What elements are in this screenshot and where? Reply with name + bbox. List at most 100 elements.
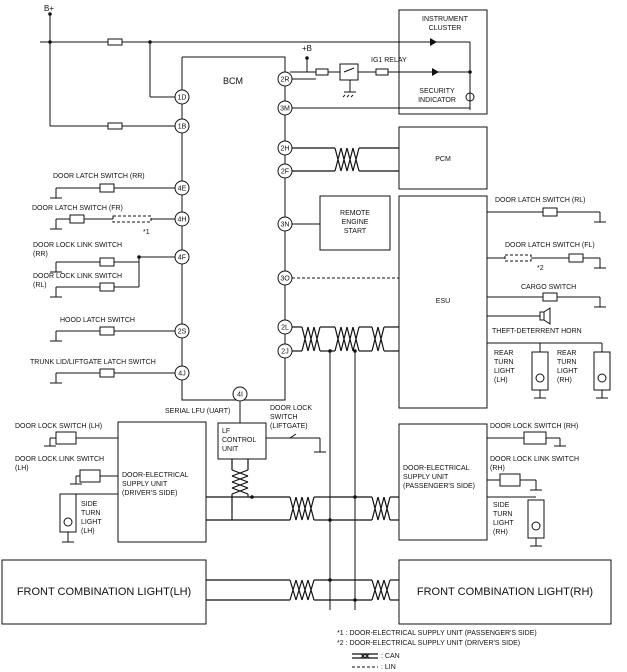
svg-text:2L: 2L <box>281 325 289 332</box>
svg-text:TURN: TURN <box>494 359 513 366</box>
svg-text:(LIFTGATE): (LIFTGATE) <box>270 423 308 430</box>
pin-2S: 2S <box>174 323 190 339</box>
instrument-cluster-label-1: INSTRUMENT <box>422 16 469 23</box>
svg-text:*2 : DOOR-ELECTRICAL SUPPLY UN: *2 : DOOR-ELECTRICAL SUPPLY UNIT (DRIVER… <box>337 640 520 647</box>
svg-text:SUPPLY UNIT: SUPPLY UNIT <box>403 474 449 481</box>
pin-4I: 4I <box>232 386 248 402</box>
svg-text:SWITCH: SWITCH <box>270 414 298 421</box>
lower-network <box>206 495 399 602</box>
svg-text:2H: 2H <box>281 146 290 153</box>
cargo-switch: CARGO SWITCH <box>487 284 606 308</box>
svg-text:DOOR LATCH SWITCH (RR): DOOR LATCH SWITCH (RR) <box>53 173 145 180</box>
svg-text:LIGHT: LIGHT <box>494 368 515 375</box>
svg-text:4E: 4E <box>178 186 187 193</box>
svg-text:SERIAL LFU (UART): SERIAL LFU (UART) <box>165 408 230 415</box>
svg-text:THEFT-DETERRENT HORN: THEFT-DETERRENT HORN <box>492 328 582 335</box>
pin-3O: 3O <box>277 270 293 286</box>
svg-text:(PASSENGER'S SIDE): (PASSENGER'S SIDE) <box>403 483 475 490</box>
svg-text:(LH): (LH) <box>494 377 508 384</box>
instrument-cluster-label-2: CLUSTER <box>429 25 462 32</box>
pin-2J: 2J <box>277 343 293 359</box>
svg-text:DOOR LOCK SWITCH (LH): DOOR LOCK SWITCH (LH) <box>15 423 102 430</box>
ig1-relay <box>339 63 359 81</box>
svg-text:(DRIVER'S SIDE): (DRIVER'S SIDE) <box>122 490 177 497</box>
svg-text:1D: 1D <box>178 95 187 102</box>
svg-text:LIGHT: LIGHT <box>81 519 102 526</box>
remote-engine-start: REMOTE ENGINE START <box>292 195 391 251</box>
svg-text:DOOR LOCK: DOOR LOCK <box>270 405 312 412</box>
svg-text:LF: LF <box>222 428 230 435</box>
svg-text:START: START <box>344 228 367 235</box>
svg-text:3O: 3O <box>280 276 290 283</box>
security-indicator-label-1: SECURITY <box>419 88 455 95</box>
pcm: PCM <box>292 126 488 190</box>
svg-text:SIDE: SIDE <box>81 501 98 508</box>
legend-notes: *1 : DOOR-ELECTRICAL SUPPLY UNIT (PASSEN… <box>337 630 537 671</box>
bcm-title: BCM <box>223 76 243 86</box>
b-plus-label: B+ <box>44 4 54 13</box>
svg-text:TURN: TURN <box>557 359 576 366</box>
svg-text:SUPPLY UNIT: SUPPLY UNIT <box>122 481 168 488</box>
door-latch-switch-rl: DOOR LATCH SWITCH (RL) <box>487 197 606 223</box>
instrument-cluster: INSTRUMENT CLUSTER SECURITY INDICATOR <box>398 9 488 115</box>
svg-text:(RH): (RH) <box>490 465 505 472</box>
svg-text:2F: 2F <box>281 169 289 176</box>
svg-text:DOOR LATCH SWITCH (FL): DOOR LATCH SWITCH (FL) <box>505 242 595 249</box>
svg-text:DOOR LOCK LINK SWITCH: DOOR LOCK LINK SWITCH <box>33 242 122 249</box>
fuse-1 <box>107 38 123 46</box>
door-latch-switch-fr: DOOR LATCH SWITCH (FR) *1 <box>32 205 175 236</box>
security-indicator-label-2: INDICATOR <box>418 97 456 104</box>
svg-text:DOOR LOCK SWITCH (RH): DOOR LOCK SWITCH (RH) <box>490 423 578 430</box>
svg-text:(RH): (RH) <box>493 529 508 536</box>
svg-text:TURN: TURN <box>493 511 512 518</box>
svg-text:SIDE: SIDE <box>493 502 510 509</box>
svg-text:DOOR LOCK LINK SWITCH: DOOR LOCK LINK SWITCH <box>490 456 579 463</box>
security-indicator-lamp <box>465 92 475 102</box>
svg-text:(RL): (RL) <box>33 282 47 289</box>
svg-text:*1 : DOOR-ELECTRICAL SUPPLY UN: *1 : DOOR-ELECTRICAL SUPPLY UNIT (PASSEN… <box>337 630 537 637</box>
bcm: BCM <box>181 56 286 401</box>
svg-text:CARGO SWITCH: CARGO SWITCH <box>521 284 576 291</box>
pin-4F: 4F <box>174 249 190 265</box>
can-bus-esu <box>292 326 399 610</box>
plus-b-label: +B <box>302 44 312 53</box>
door-latch-switch-fl: DOOR LATCH SWITCH (FL) *2 <box>487 242 606 272</box>
fuse-2 <box>107 122 123 130</box>
esu-label: ESU <box>436 298 450 305</box>
pcm-label: PCM <box>435 156 451 163</box>
lf-control-unit: SERIAL LFU (UART) LF CONTROL UNIT DOOR L… <box>165 401 326 520</box>
b-plus-supply: B+ <box>40 4 398 130</box>
svg-text:REAR: REAR <box>557 350 576 357</box>
ig1-relay-block: +B IG1 RELAY <box>290 44 470 98</box>
svg-text:FRONT COMBINATION LIGHT(RH): FRONT COMBINATION LIGHT(RH) <box>417 586 593 598</box>
door-lock-link-switch-rr: DOOR LOCK LINK SWITCH (RR) <box>33 242 175 287</box>
svg-text:2S: 2S <box>178 329 187 336</box>
svg-text:1B: 1B <box>178 124 187 131</box>
pin-2H: 2H <box>277 140 293 156</box>
svg-text:3M: 3M <box>280 106 290 113</box>
pin-1D: 1D <box>174 89 190 105</box>
svg-text:: CAN: : CAN <box>381 653 400 660</box>
svg-text:*1: *1 <box>143 229 150 236</box>
svg-text:4F: 4F <box>178 255 186 262</box>
svg-text:TURN: TURN <box>81 510 100 517</box>
front-combination-light-lh: FRONT COMBINATION LIGHT(LH) <box>1 559 207 625</box>
bcm-pins: 1D 1B 4E 4H 4F 2S 4J 2R 3M 2H 2F 3N 3O 2… <box>174 71 293 402</box>
desu-passengers-side: DOOR-ELECTRICAL SUPPLY UNIT (PASSENGER'S… <box>398 423 579 547</box>
pin-4E: 4E <box>174 180 190 196</box>
svg-text:DOOR-ELECTRICAL: DOOR-ELECTRICAL <box>122 472 189 479</box>
svg-text:(LH): (LH) <box>15 465 29 472</box>
pin-1B: 1B <box>174 118 190 134</box>
svg-text:DOOR LATCH SWITCH (FR): DOOR LATCH SWITCH (FR) <box>32 205 123 212</box>
esu: ESU <box>292 195 488 409</box>
svg-text:: LIN: : LIN <box>381 664 396 671</box>
svg-text:REAR: REAR <box>494 350 513 357</box>
svg-text:4H: 4H <box>178 217 187 224</box>
svg-text:DOOR LOCK LINK SWITCH: DOOR LOCK LINK SWITCH <box>15 456 104 463</box>
svg-text:ENGINE: ENGINE <box>342 219 369 226</box>
front-combination-light-rh: FRONT COMBINATION LIGHT(RH) <box>398 559 612 625</box>
pin-2L: 2L <box>277 319 293 335</box>
svg-text:DOOR LATCH SWITCH (RL): DOOR LATCH SWITCH (RL) <box>495 197 585 204</box>
